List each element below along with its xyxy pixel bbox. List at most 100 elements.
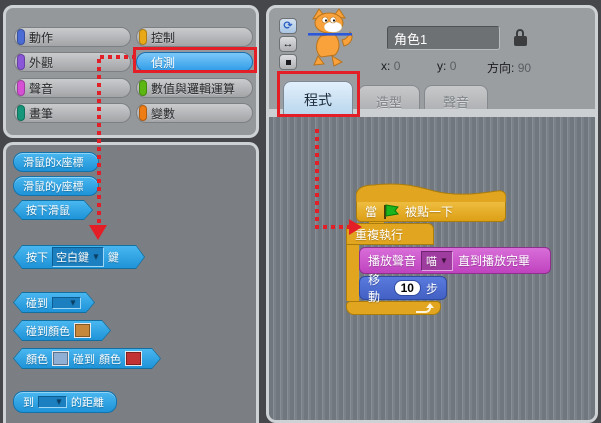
lock-icon[interactable] bbox=[513, 29, 529, 47]
block-label: 鍵 bbox=[107, 252, 119, 264]
block-mouse-y[interactable]: 滑鼠的y座標 bbox=[13, 176, 99, 196]
category-label: 數值與邏輯運算 bbox=[151, 81, 236, 96]
block-label: 被點一下 bbox=[405, 205, 454, 219]
block-color-touching-color[interactable]: 顏色 碰到 顏色 bbox=[13, 348, 161, 369]
block-key-pressed[interactable]: 按下 空白鍵▼ 鍵 bbox=[13, 245, 145, 269]
block-label: 按下滑鼠 bbox=[26, 205, 70, 217]
block-label: 顏色 bbox=[99, 353, 121, 366]
color-swatch[interactable] bbox=[74, 323, 91, 338]
sprite-x-readout: x: 0 bbox=[381, 59, 400, 73]
category-control[interactable]: 控制 bbox=[136, 27, 253, 47]
category-pen[interactable]: 畫筆 bbox=[14, 103, 131, 123]
key-dropdown[interactable]: 空白鍵▼ bbox=[52, 247, 104, 267]
sprite-thumbnail bbox=[308, 8, 353, 67]
color-swatch[interactable] bbox=[125, 351, 142, 366]
category-label: 聲音 bbox=[29, 81, 54, 96]
category-looks[interactable]: 外觀 bbox=[14, 52, 131, 72]
category-color-cap bbox=[139, 29, 147, 45]
rotate-style-button[interactable]: ⟳ bbox=[279, 18, 297, 34]
x-value: 0 bbox=[393, 59, 401, 73]
block-move-steps[interactable]: 移動 10 步 bbox=[359, 273, 447, 304]
category-label: 變數 bbox=[151, 106, 176, 121]
block-distance-to[interactable]: 到 ▼ 的距離 bbox=[13, 391, 117, 413]
block-label: 直到播放完畢 bbox=[457, 254, 530, 268]
category-variables[interactable]: 變數 bbox=[136, 103, 253, 123]
no-rotate-style-button[interactable] bbox=[279, 54, 297, 70]
category-label: 偵測 bbox=[151, 55, 176, 70]
sprite-name: 角色1 bbox=[394, 31, 428, 47]
category-label: 畫筆 bbox=[29, 106, 54, 121]
category-label: 動作 bbox=[29, 30, 54, 45]
block-forever[interactable]: 重複執行 bbox=[346, 223, 434, 245]
block-label: 滑鼠的x座標 bbox=[23, 157, 84, 169]
direction-label: 方向: bbox=[487, 61, 515, 75]
block-label: 碰到 bbox=[26, 297, 48, 310]
lock-shackle bbox=[516, 29, 524, 37]
chevron-down-icon: ▼ bbox=[92, 252, 100, 261]
block-label: 移動 bbox=[368, 273, 381, 304]
tab-label: 程式 bbox=[304, 91, 332, 108]
steps-input[interactable]: 10 bbox=[393, 280, 421, 296]
block-fill bbox=[14, 349, 160, 368]
sound-dropdown[interactable]: 喵▼ bbox=[421, 250, 453, 271]
block-label: 到 bbox=[23, 397, 34, 409]
flip-style-button[interactable]: ↔ bbox=[279, 36, 297, 52]
scripts-pane[interactable]: 當 被點一下 重複執行 播放聲音 bbox=[269, 116, 595, 420]
category-operators[interactable]: 數值與邏輯運算 bbox=[136, 78, 253, 98]
block-label: 碰到 bbox=[73, 353, 95, 366]
sound-dropdown-value: 喵 bbox=[426, 255, 438, 268]
chevron-down-icon: ▼ bbox=[440, 255, 448, 265]
hat-block-top[interactable] bbox=[356, 183, 506, 203]
category-color-cap bbox=[139, 105, 147, 121]
sprite-direction-readout: 方向: 90 bbox=[487, 59, 531, 76]
block-label: 碰到顏色 bbox=[26, 325, 70, 338]
forever-left-arm[interactable] bbox=[346, 245, 359, 301]
block-fill bbox=[14, 201, 92, 219]
block-label: 步 bbox=[425, 281, 438, 296]
lock-body bbox=[514, 36, 527, 46]
category-motion[interactable]: 動作 bbox=[14, 27, 131, 47]
block-play-sound-until-done[interactable]: 播放聲音 喵▼ 直到播放完畢 bbox=[359, 247, 551, 274]
block-label: 重複執行 bbox=[355, 227, 404, 242]
key-dropdown-value: 空白鍵 bbox=[56, 252, 89, 264]
block-touching[interactable]: 碰到 ▼ bbox=[13, 292, 95, 313]
block-label: 的距離 bbox=[70, 397, 104, 409]
loop-arrow-icon bbox=[416, 303, 434, 313]
color-swatch[interactable] bbox=[52, 351, 69, 366]
category-panel: 動作 控制 外觀 偵測 聲音 數值與邏輯運算 畫筆 變數 bbox=[3, 5, 259, 138]
y-value: 0 bbox=[449, 59, 457, 73]
category-color-cap bbox=[17, 54, 25, 70]
tab-label: 聲音 bbox=[442, 94, 469, 110]
block-label: 顏色 bbox=[26, 353, 48, 366]
category-color-cap bbox=[17, 29, 25, 45]
sprite-y-readout: y: 0 bbox=[437, 59, 456, 73]
sprite-name-field[interactable]: 角色1 bbox=[387, 26, 500, 50]
flip-icon: ↔ bbox=[282, 37, 294, 50]
block-label: 按下 bbox=[26, 252, 48, 264]
y-label: y: bbox=[437, 59, 447, 73]
touching-dropdown[interactable]: ▼ bbox=[52, 296, 81, 309]
category-sensing-selected[interactable]: 偵測 bbox=[136, 52, 253, 72]
direction-value: 90 bbox=[517, 61, 532, 75]
sprite-panel: ⟳ ↔ 角色1 x: 0 y: 0 方向: 90 程式 造型 聲音 bbox=[266, 5, 598, 423]
tab-label: 造型 bbox=[375, 94, 402, 110]
block-mouse-down[interactable]: 按下滑鼠 bbox=[13, 200, 93, 220]
block-when-flag-clicked[interactable]: 當 被點一下 bbox=[356, 202, 506, 222]
category-label: 外觀 bbox=[29, 55, 54, 70]
block-label: 滑鼠的y座標 bbox=[23, 181, 84, 193]
rotate-icon: ⟳ bbox=[283, 19, 293, 32]
chevron-down-icon: ▼ bbox=[55, 397, 63, 406]
chevron-down-icon: ▼ bbox=[69, 297, 77, 307]
category-color-cap bbox=[139, 80, 147, 96]
distance-dropdown[interactable]: ▼ bbox=[38, 396, 67, 408]
category-color-cap bbox=[17, 105, 25, 121]
block-mouse-x[interactable]: 滑鼠的x座標 bbox=[13, 152, 99, 172]
category-sound[interactable]: 聲音 bbox=[14, 78, 131, 98]
block-touching-color[interactable]: 碰到顏色 bbox=[13, 320, 111, 341]
green-flag-icon bbox=[384, 203, 399, 219]
forever-bottom-arm[interactable] bbox=[346, 301, 441, 315]
no-rotate-icon bbox=[285, 59, 291, 65]
category-color-cap bbox=[17, 80, 25, 96]
tab-scripts[interactable]: 程式 bbox=[283, 81, 353, 117]
